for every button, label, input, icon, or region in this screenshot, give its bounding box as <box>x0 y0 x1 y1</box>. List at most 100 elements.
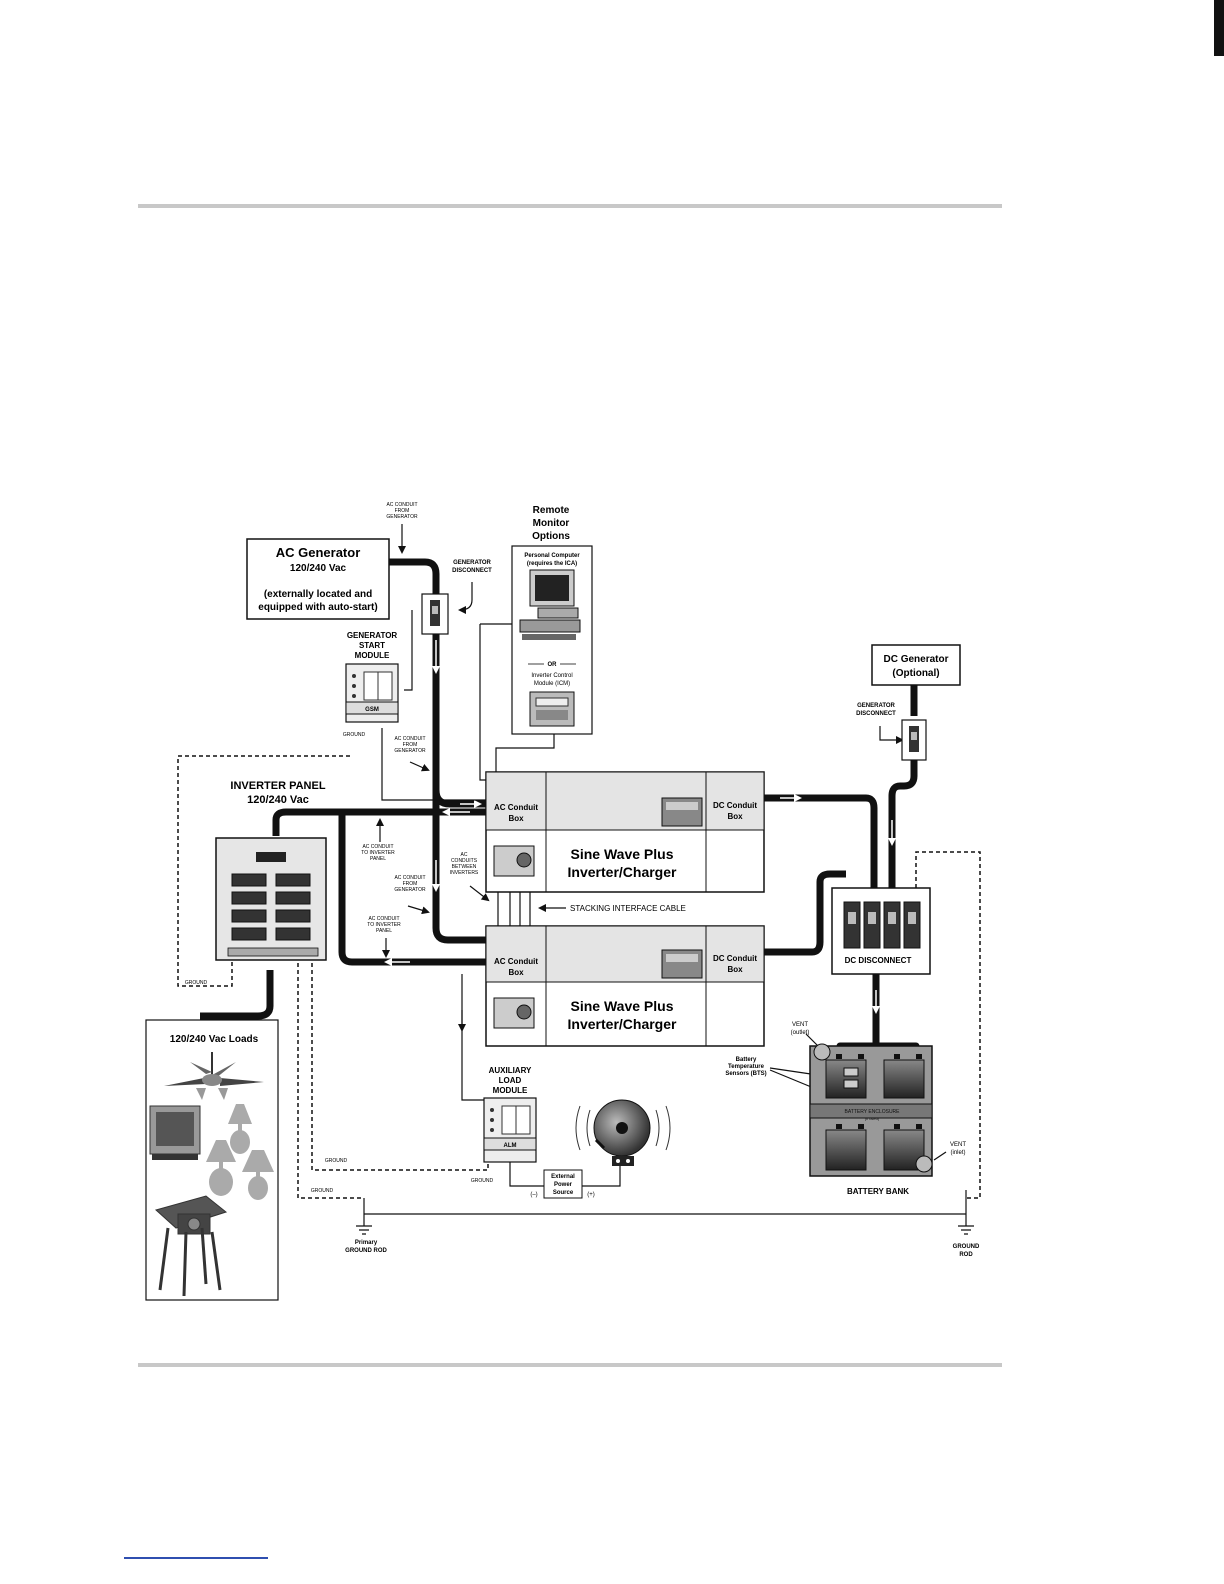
cable-dcgen-to-disconnect <box>888 760 918 888</box>
ac-generator-box: AC Generator 120/240 Vac (externally loc… <box>246 538 390 620</box>
svg-text:Monitor: Monitor <box>533 518 570 529</box>
remote-monitor-options: Remote Monitor Options Personal Computer… <box>511 505 593 735</box>
svg-text:AC: AC <box>461 852 468 858</box>
conduit-cables <box>200 558 920 1052</box>
svg-text:BETWEEN: BETWEEN <box>452 864 477 870</box>
label-conduit-from-generator-top: AC CONDUIT FROM GENERATOR <box>386 502 418 520</box>
alarm-bell-icon <box>575 1099 671 1166</box>
svg-text:Box: Box <box>727 812 743 821</box>
svg-text:DISCONNECT: DISCONNECT <box>856 711 896 717</box>
svg-text:AC CONDUIT: AC CONDUIT <box>394 875 425 881</box>
ground-panel-primary <box>297 956 364 1199</box>
svg-text:DC Conduit: DC Conduit <box>713 954 757 963</box>
svg-text:BATTERY ENCLOSURE: BATTERY ENCLOSURE <box>844 1109 900 1115</box>
svg-text:Personal Computer: Personal Computer <box>524 553 580 559</box>
svg-text:Inverter/Charger: Inverter/Charger <box>568 864 677 880</box>
battery-cell <box>883 1059 925 1099</box>
svg-text:Sine Wave Plus: Sine Wave Plus <box>571 998 674 1014</box>
battery-cell <box>825 1129 867 1171</box>
generator-disconnect-dc: GENERATOR DISCONNECT <box>856 703 927 761</box>
svg-text:Source: Source <box>553 1190 574 1196</box>
ac-generator-note-2: equipped with auto-start) <box>258 602 377 613</box>
ac-generator-title: AC Generator <box>276 545 361 560</box>
cable-panel-to-loads <box>200 970 274 1020</box>
svg-text:AC CONDUIT: AC CONDUIT <box>368 916 399 922</box>
ground-wires <box>177 755 981 1199</box>
svg-text:TO INVERTER: TO INVERTER <box>361 850 395 856</box>
svg-text:External: External <box>551 1174 575 1180</box>
cable-inverter1-dc <box>764 794 878 888</box>
ac-generator-voltage: 120/240 Vac <box>290 563 347 574</box>
lamp-icons <box>206 1104 274 1200</box>
generator-disconnect-ac: GENERATOR DISCONNECT <box>421 560 492 635</box>
svg-text:Module (ICM): Module (ICM) <box>534 681 570 687</box>
cable-panel-to-inverter2 <box>338 812 488 966</box>
svg-text:GENERATOR: GENERATOR <box>857 703 895 709</box>
svg-text:PANEL: PANEL <box>370 856 386 862</box>
vent-inlet-icon <box>915 1155 933 1173</box>
svg-text:120/240 Vac: 120/240 Vac <box>247 794 309 806</box>
ac-loads-box: 120/240 Vac Loads <box>145 1019 279 1301</box>
wire-gsm <box>404 610 413 691</box>
svg-text:Box: Box <box>508 814 524 823</box>
svg-text:GENERATOR: GENERATOR <box>386 514 418 520</box>
leader-conduits-between <box>469 885 490 902</box>
ceiling-fan-icon <box>164 1052 264 1100</box>
page-edge-tab <box>1214 0 1224 56</box>
svg-text:START: START <box>359 641 385 650</box>
svg-text:GENERATOR: GENERATOR <box>347 631 398 640</box>
label-conduit-to-panel-1: AC CONDUIT TO INVERTER PANEL <box>361 844 395 862</box>
svg-text:Sensors (BTS): Sensors (BTS) <box>725 1071 766 1077</box>
svg-text:(requires the ICA): (requires the ICA) <box>527 561 577 567</box>
label-conduit-from-generator-low: AC CONDUIT FROM GENERATOR <box>394 875 426 893</box>
label-conduit-from-generator-mid: AC CONDUIT FROM GENERATOR <box>394 736 426 754</box>
svg-text:AC CONDUIT: AC CONDUIT <box>362 844 393 850</box>
svg-text:GENERATOR: GENERATOR <box>453 560 491 566</box>
svg-text:FROM: FROM <box>403 881 418 887</box>
svg-text:(if used): (if used) <box>865 1116 880 1121</box>
dc-disconnect: DC DISCONNECT <box>831 887 931 975</box>
ground-bus <box>356 1190 974 1235</box>
label-conduit-to-panel-2: AC CONDUIT TO INVERTER PANEL <box>367 916 401 934</box>
bottom-rule <box>138 1363 1002 1367</box>
ground-label-alm-run: GROUND <box>325 1158 348 1164</box>
svg-text:ALM: ALM <box>504 1143 517 1149</box>
svg-text:AC Conduit: AC Conduit <box>494 957 538 966</box>
svg-text:MODULE: MODULE <box>493 1086 528 1095</box>
external-power-source: External Power Source (–) (+) <box>530 1169 595 1199</box>
svg-text:GROUND: GROUND <box>343 732 366 738</box>
auxiliary-load-module: AUXILIARY LOAD MODULE ALM GROUND <box>471 1066 537 1184</box>
footer-link-underline[interactable] <box>124 1557 268 1559</box>
icm-icon <box>529 691 575 727</box>
svg-text:(outlet): (outlet) <box>791 1030 810 1036</box>
cable-generator-down <box>388 558 488 944</box>
svg-text:MODULE: MODULE <box>355 651 390 660</box>
label-primary-ground-rod: Primary GROUND ROD <box>345 1240 387 1254</box>
wire-icm-to-inverter <box>495 728 555 780</box>
gsm-label: GSM <box>365 707 379 713</box>
svg-text:(–): (–) <box>530 1192 537 1198</box>
generator-start-module: GENERATOR START MODULE GSM GROUND <box>343 631 399 738</box>
svg-text:INVERTERS: INVERTERS <box>450 870 479 876</box>
svg-text:DC Generator: DC Generator <box>883 654 948 665</box>
svg-text:DC DISCONNECT: DC DISCONNECT <box>845 956 912 965</box>
svg-text:Box: Box <box>508 968 524 977</box>
label-vent-outlet: VENT (outlet) <box>791 1022 810 1036</box>
ground-gsm-to-panel <box>177 755 350 987</box>
svg-text:GENERATOR: GENERATOR <box>394 748 426 754</box>
svg-text:(inlet): (inlet) <box>950 1150 965 1156</box>
cable-flow-arrows <box>384 640 896 1014</box>
svg-text:BATTERY BANK: BATTERY BANK <box>847 1187 909 1196</box>
svg-text:GROUND: GROUND <box>471 1178 494 1184</box>
svg-text:Remote: Remote <box>533 505 570 516</box>
ground-dc-rod <box>915 851 981 1199</box>
wire-alm <box>461 974 484 1101</box>
svg-text:PANEL: PANEL <box>376 928 392 934</box>
label-ground-rod: GROUND ROD <box>953 1244 980 1258</box>
label-conduits-between: AC CONDUITS BETWEEN INVERTERS <box>450 852 479 876</box>
svg-text:Options: Options <box>532 531 570 542</box>
leader-dc-disc <box>879 726 904 744</box>
cable-inverter2-dc <box>764 870 846 956</box>
ground-label-primary-run: GROUND <box>311 1188 334 1194</box>
